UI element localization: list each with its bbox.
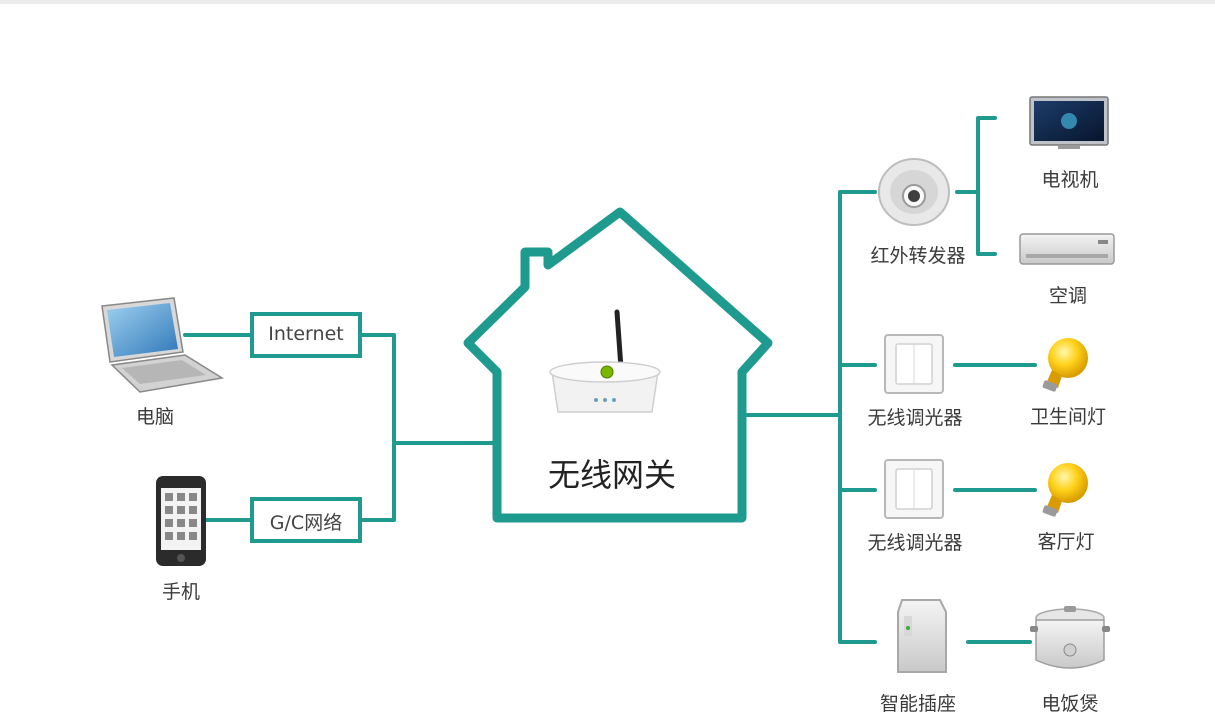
ir-forwarder-icon [878, 158, 950, 226]
lamp-2-label: 客厅灯 [1037, 531, 1095, 553]
wireless-router-icon [549, 309, 661, 413]
phone-label: 手机 [161, 581, 201, 603]
smart-plug-icon [897, 599, 947, 673]
rice-cooker-icon [1030, 606, 1110, 669]
dimmer-switch-2-icon [884, 459, 944, 519]
mobile-network-box [250, 497, 362, 543]
mobile-network-label: G/C网络 [269, 512, 343, 534]
lamp-1-label: 卫生间灯 [1029, 406, 1107, 428]
laptop-icon [101, 297, 225, 393]
mobile-phone-icon [156, 476, 206, 566]
ac-label: 空调 [1048, 285, 1088, 307]
computer-label: 电脑 [135, 406, 175, 428]
tv-icon [1029, 96, 1109, 149]
light-bulb-2-icon [1042, 463, 1088, 517]
dimmer-2-label: 无线调光器 [867, 532, 963, 554]
top-border [0, 0, 1215, 4]
dimmer-1-label: 无线调光器 [867, 407, 963, 429]
connection-lines [183, 116, 1037, 644]
internet-box [250, 312, 362, 358]
internet-label: Internet [268, 323, 344, 345]
smart-plug-label: 智能插座 [879, 693, 957, 715]
air-conditioner-icon [1019, 233, 1115, 265]
ir-forwarder-label: 红外转发器 [870, 245, 966, 267]
dimmer-switch-1-icon [884, 334, 944, 394]
light-bulb-1-icon [1042, 338, 1088, 392]
rice-cooker-label: 电饭煲 [1041, 693, 1099, 715]
tv-label: 电视机 [1041, 169, 1099, 191]
gateway-label: 无线网关 [547, 456, 677, 494]
